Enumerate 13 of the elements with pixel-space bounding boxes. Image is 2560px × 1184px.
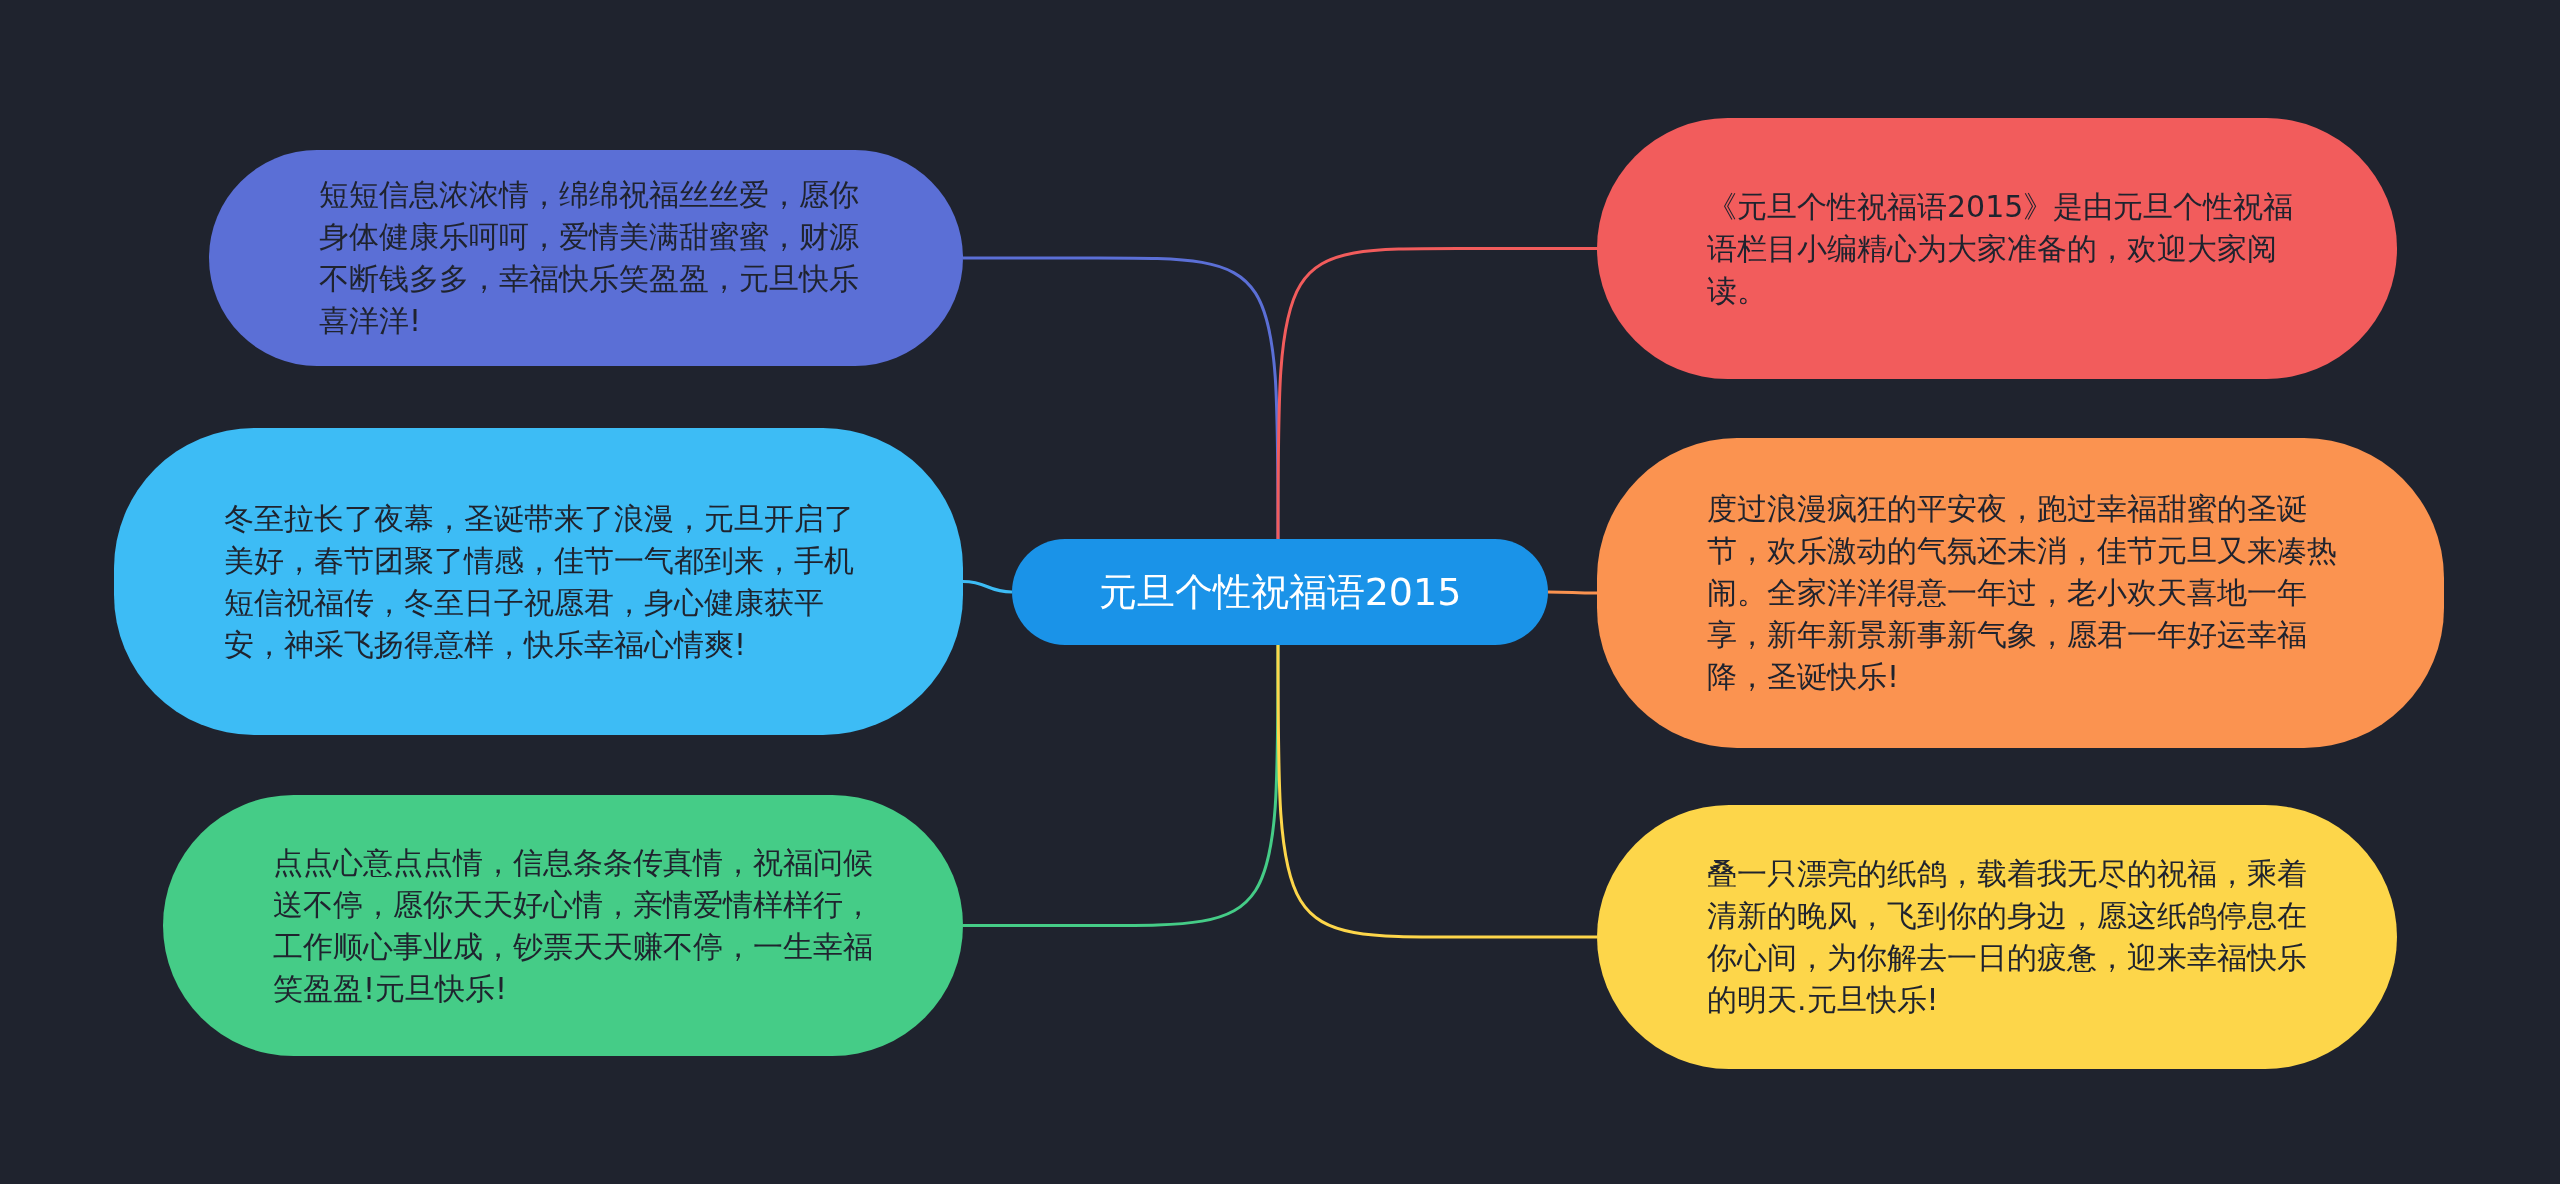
greeting-text: 短短信息浓浓情，绵绵祝福丝丝爱，愿你身体健康乐呵呵，爱情美满甜蜜蜜，财源不断钱多多，幸福快乐笑盈盈，元旦快乐喜洋洋! bbox=[319, 176, 860, 340]
topic-title: 元旦个性祝福语2015 bbox=[1098, 571, 1462, 613]
greeting-text: 点点心意点点情，信息条条传真情，祝福问候送不停，愿你天天好心情，亲情爱情样样行，工作顺心事业成，钞票天天赚不停，一生幸福笑盈盈!元旦快乐! bbox=[273, 843, 873, 1008]
connector-line bbox=[1276, 645, 1597, 939]
greeting-text: 叠一只漂亮的纸鸽，载着我无尽的祝福，乘着清新的晚风，飞到你的身边，愿这纸鸽停息在你心间，为你解去一日的疲惫，迎来幸福快乐的明天.元旦快乐! bbox=[1707, 855, 2307, 1019]
greeting-text: 度过浪漫疯狂的平安夜，跑过幸福甜蜜的圣诞节，欢乐激动的气氛还未消，佳节元旦又来凑热闹。全家洋洋得意一年过，老小欢天喜地一年享，新年新景新事新气象，愿君一年好运幸福降，圣诞快乐! bbox=[1707, 490, 2338, 696]
connector-line bbox=[963, 645, 1280, 927]
greeting-text: 冬至拉长了夜幕，圣诞带来了浪漫，元旦开启了美好，春节团聚了情感，佳节一气都到来，手机短信祝福传，冬至日子祝愿君，身心健康获平安，神采飞扬得意样，快乐幸福心情爽! bbox=[224, 499, 855, 664]
connector-line bbox=[962, 580, 1013, 594]
connector-line bbox=[1548, 590, 1597, 595]
greeting-text: 《元旦个性祝福语2015》是由元旦个性祝福语栏目小编精心为大家准备的，欢迎大家阅读。 bbox=[1707, 187, 2295, 310]
connector-line bbox=[963, 256, 1280, 539]
connector-line bbox=[1276, 247, 1597, 539]
